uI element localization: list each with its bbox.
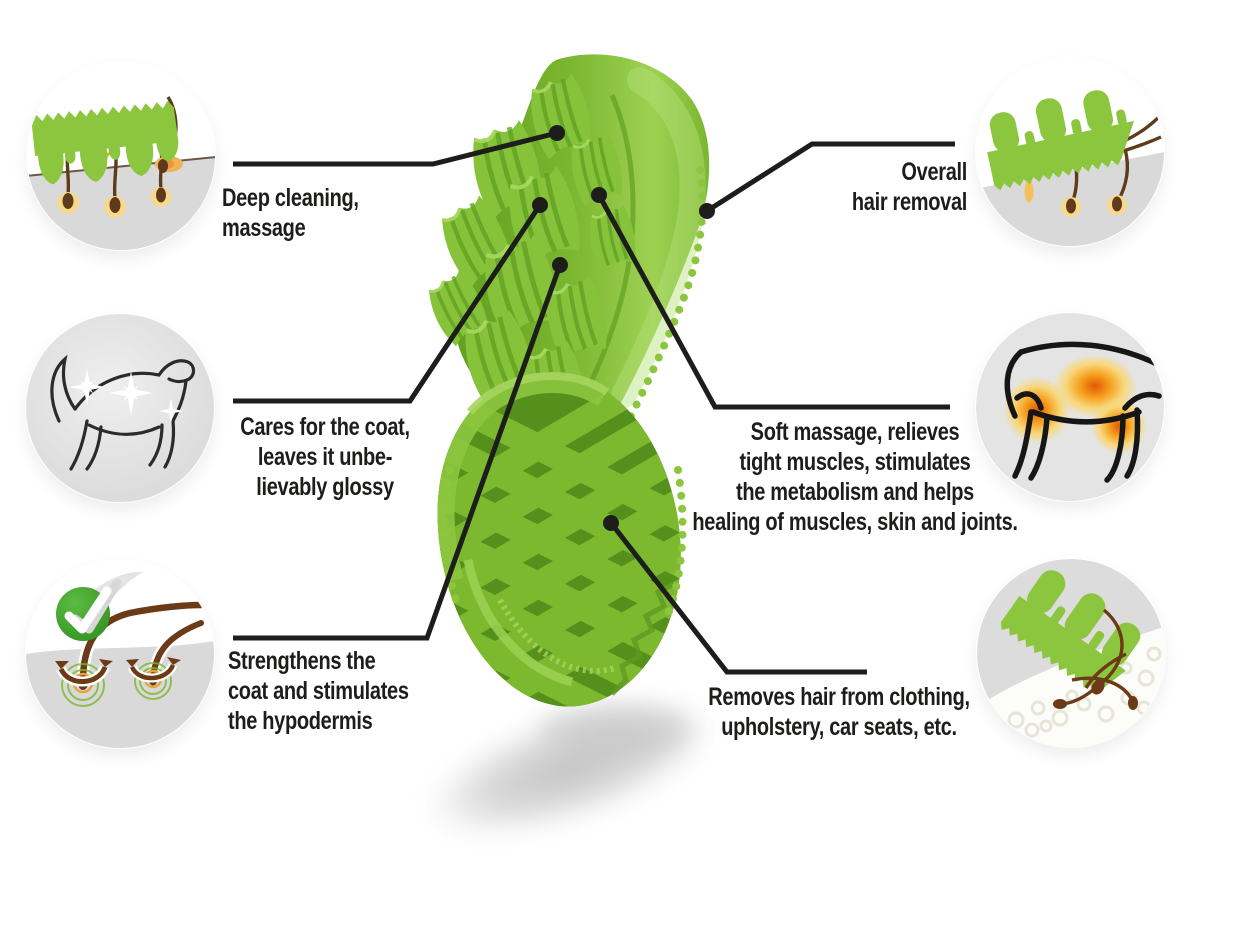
callout-text-line: coat and stimulates (228, 677, 409, 705)
hair-follicles (57, 187, 171, 218)
callout-text-line: hair removal (851, 188, 967, 216)
follicle-rings (126, 657, 181, 700)
callout-strengthen-coat: Strengthens the coat and stimulates the … (228, 646, 436, 736)
feature-icon-deep-cleaning (26, 61, 216, 251)
shiny-cat-icon (26, 314, 214, 502)
hair-follicles (1061, 195, 1127, 217)
feature-icon-hair-removal (975, 57, 1165, 247)
anchor-dot-hair-removal (699, 203, 715, 219)
comb (31, 100, 179, 185)
callout-text-line: massage (222, 214, 306, 242)
cat-outline (1004, 341, 1162, 483)
leader-line-deep-cleaning (233, 130, 558, 167)
feature-icon-strengthen-coat (25, 559, 215, 749)
leader-lines (233, 130, 955, 675)
callout-text-line: upholstery, car seats, etc. (721, 713, 957, 741)
callout-text-line: Strengthens the (228, 647, 376, 675)
feature-icon-removes-hair (976, 558, 1166, 748)
sebum-drop (1024, 175, 1034, 203)
anchor-dot-soft-massage (591, 187, 607, 203)
callout-text-line: Cares for the coat, (240, 413, 410, 441)
leader-line-removes-hair (609, 521, 867, 675)
anchor-dot-deep-cleaning (549, 125, 565, 141)
leader-line-hair-removal (705, 141, 955, 214)
caught-hairs (1053, 608, 1138, 710)
skin-layer (26, 641, 214, 748)
follicle-rings (55, 659, 113, 707)
brush-blade (987, 90, 1134, 191)
brush-hair-removal-icon (976, 58, 1164, 246)
sparkle-icon (69, 369, 184, 424)
leader-line-coat-gloss (233, 203, 543, 404)
callout-text-line: healing of muscles, skin and joints. (692, 508, 1018, 536)
anchor-dot-coat-gloss (532, 197, 548, 213)
hair-follicle-check-icon (26, 560, 214, 748)
callout-text-line: Overall (901, 158, 967, 186)
feature-icon-coat-gloss (25, 313, 215, 503)
callout-text-line: Removes hair from clothing, (708, 683, 970, 711)
callout-text-line: tight muscles, stimulates (739, 448, 971, 476)
cat-outline (50, 354, 196, 471)
leader-line-strengthen-coat (233, 264, 563, 641)
brush-shadow (426, 700, 714, 836)
callout-deep-cleaning: Deep cleaning, massage (222, 183, 398, 243)
callout-soft-massage: Soft massage, relieves tight muscles, st… (687, 417, 1023, 537)
callout-hair-removal: Overall hair removal (803, 157, 967, 217)
cat-massage-heatmap-icon (976, 313, 1164, 501)
leader-anchor-dots (532, 125, 715, 531)
brush-head (419, 54, 710, 466)
callout-text-line: the hypodermis (228, 707, 373, 735)
brush-deep-clean-icon (27, 62, 215, 250)
anchor-dot-strengthen-coat (552, 257, 568, 273)
callout-removes-hair: Removes hair from clothing, upholstery, … (687, 682, 991, 742)
anchor-dot-removes-hair (603, 515, 619, 531)
callout-text-line: Deep cleaning, (222, 184, 359, 212)
callout-text-line: the metabolism and helps (736, 478, 974, 506)
checkmark-icon (56, 571, 143, 641)
leader-line-soft-massage (596, 193, 950, 410)
brush-blade (1000, 570, 1141, 694)
feature-icon-soft-massage (975, 312, 1165, 502)
callout-text-line: leaves it unbe- (257, 443, 393, 471)
callout-text-line: Soft massage, relieves (750, 418, 960, 446)
brush-upholstery-icon (977, 559, 1165, 747)
callout-coat-gloss: Cares for the coat, leaves it unbe- liev… (225, 412, 425, 502)
callout-text-line: lievably glossy (256, 473, 394, 501)
